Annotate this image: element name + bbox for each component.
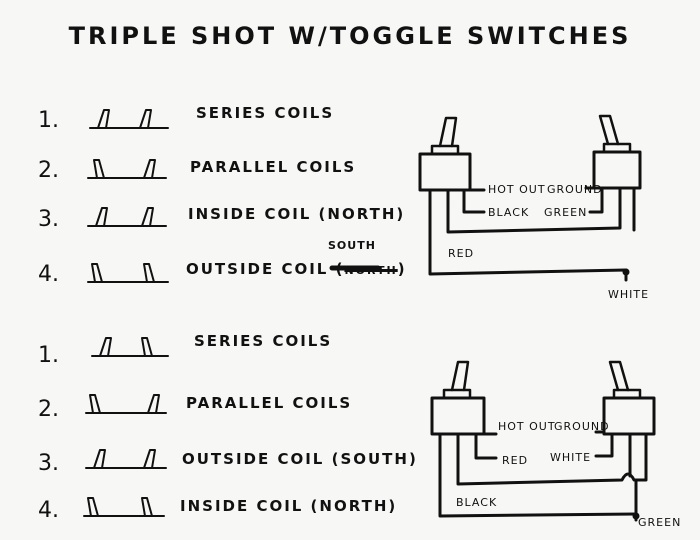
toggle-pair-icon	[89, 109, 169, 129]
green-wire-label: GREEN	[544, 206, 588, 219]
item-number: 4.	[38, 498, 59, 523]
item-number: 1.	[38, 108, 59, 133]
ground-label: GROUND	[547, 183, 603, 196]
green-wire-label: GREEN	[638, 516, 682, 529]
white-wire-label: WHITE	[608, 288, 650, 301]
correction-text: SOUTH	[328, 239, 376, 252]
toggle-pair-icon	[85, 449, 167, 469]
toggle-pair-icon	[87, 263, 169, 283]
toggle-pair-icon	[87, 207, 167, 227]
wires-1	[428, 186, 636, 282]
toggle-pair-icon	[85, 394, 167, 414]
switch-position-label: OUTSIDE COIL (SOUTH)	[182, 450, 418, 468]
toggle-switch-left	[418, 116, 472, 204]
switch-position-label: PARALLEL COILS	[190, 158, 357, 176]
diagram-title: TRIPLE SHOT W/TOGGLE SWITCHES	[68, 22, 632, 50]
switch-position-label: INSIDE COIL (NORTH)	[180, 497, 398, 515]
ground-label: GROUND	[554, 420, 610, 433]
item-number: 2.	[38, 397, 59, 422]
item-number: 1.	[38, 343, 59, 368]
item-number: 4.	[38, 262, 59, 287]
white-wire-label: WHITE	[550, 451, 592, 464]
switch-position-label: INSIDE COIL (NORTH)	[188, 205, 406, 223]
hot-out-label: HOT OUT	[498, 420, 556, 433]
wires-2	[438, 430, 648, 522]
toggle-pair-icon	[91, 337, 169, 357]
toggle-switch-right	[602, 360, 656, 450]
label-text: OUTSIDE COIL (	[186, 260, 345, 278]
black-wire-label: BLACK	[456, 496, 498, 509]
red-wire-label: RED	[502, 454, 529, 467]
switch-position-label: PARALLEL COILS	[186, 394, 353, 412]
toggle-switch-right	[592, 114, 642, 202]
switch-position-label: SERIES COILS	[194, 332, 333, 350]
item-number: 3.	[38, 207, 59, 232]
hot-out-label: HOT OUT	[488, 183, 546, 196]
switch-position-label: SERIES COILS	[196, 104, 335, 122]
toggle-pair-icon	[83, 497, 165, 517]
toggle-pair-icon	[87, 159, 167, 179]
label-text-end: )	[397, 260, 407, 278]
black-wire-label: BLACK	[488, 206, 530, 219]
toggle-switch-left	[430, 360, 486, 450]
item-number: 2.	[38, 158, 59, 183]
red-wire-label: RED	[448, 247, 475, 260]
item-number: 3.	[38, 451, 59, 476]
